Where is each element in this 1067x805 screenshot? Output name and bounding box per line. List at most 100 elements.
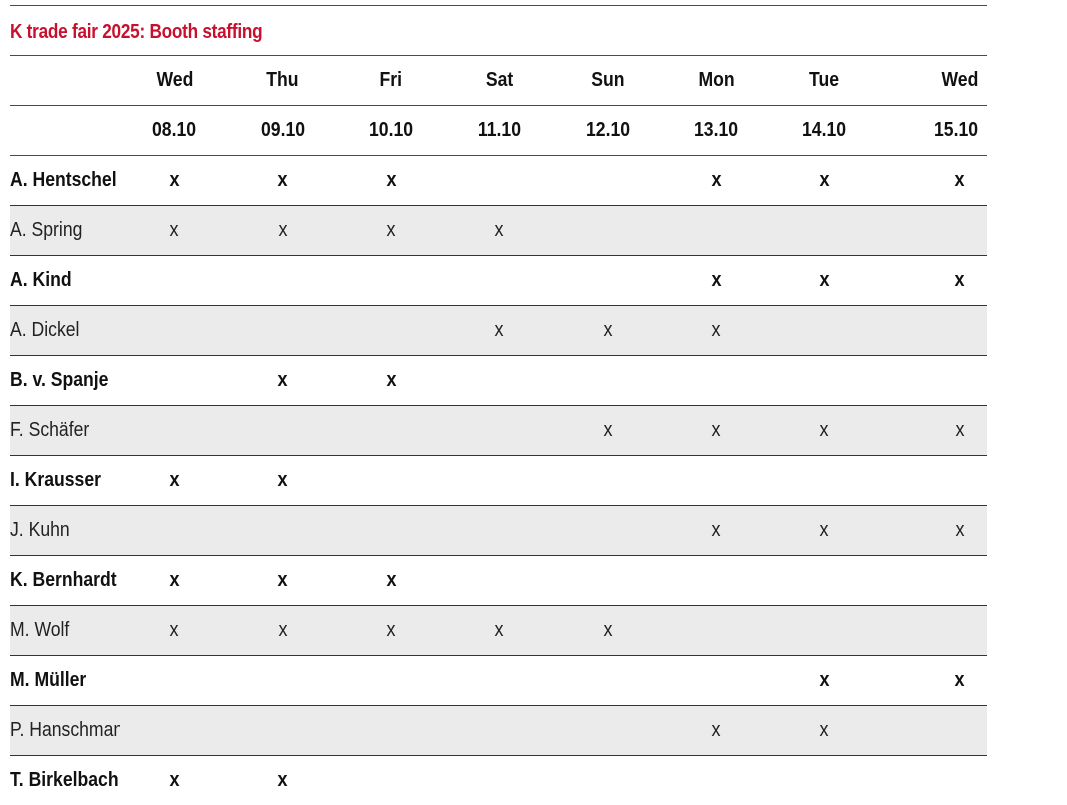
shift-cell [337,456,445,506]
staff-name: A. Kind [10,269,72,292]
shift-cell [554,256,662,306]
staff-name-cell: A. Kind [10,256,120,306]
staff-name-cell: F. Schäfer [10,406,120,456]
shift-cell [229,706,337,756]
shift-cell: x [662,256,770,306]
staff-name-cell: A. Dickel [10,306,120,356]
shift-mark: x [956,419,965,442]
shift-mark: x [387,219,396,242]
shift-cell [662,456,770,506]
shift-cell: x [554,406,662,456]
shift-mark: x [712,319,721,342]
shift-cell [662,356,770,406]
shift-cell: x [120,606,228,656]
shift-cell: x [229,156,337,206]
staff-name-cell: P. Hanschmann [10,706,120,756]
staff-name-cell: T. Birkelbach [10,756,120,805]
shift-cell: x [662,306,770,356]
shift-cell [554,656,662,706]
staff-name: F. Schäfer [10,419,89,442]
shift-mark: x [956,519,965,542]
shift-cell [879,306,987,356]
shift-mark: x [278,169,288,192]
shift-mark: x [820,719,829,742]
staff-name-cell: M. Wolf [10,606,120,656]
shift-mark: x [954,269,964,292]
shift-cell: x [120,206,228,256]
shift-cell [554,356,662,406]
shift-cell: x [770,506,878,556]
shift-mark: x [819,669,829,692]
shift-cell [554,156,662,206]
shift-cell: x [554,606,662,656]
shift-cell [120,406,228,456]
shift-cell: x [770,406,878,456]
shift-cell [662,206,770,256]
shift-cell [229,306,337,356]
staff-name-cell: A. Hentschel [10,156,120,206]
shift-mark: x [495,619,504,642]
shift-cell [120,256,228,306]
shift-cell: x [337,606,445,656]
shift-cell [337,306,445,356]
shift-cell [554,756,662,805]
shift-mark: x [954,169,964,192]
date-header: 13.10 [662,106,770,156]
shift-cell [445,506,553,556]
staffing-table: Wed Thu Fri Sat Sun Mon Tue Wed 08.10 09… [10,56,987,805]
shift-mark: x [603,419,612,442]
shift-cell [879,706,987,756]
shift-cell [554,706,662,756]
shift-mark: x [278,569,288,592]
shift-cell [337,506,445,556]
page-title: K trade fair 2025: Booth staffing [10,6,850,55]
shift-cell: x [879,656,987,706]
shift-mark: x [820,519,829,542]
table-row: P. Hanschmannxx [10,706,987,756]
shift-mark: x [819,169,829,192]
shift-cell [229,656,337,706]
shift-cell: x [120,156,228,206]
shift-cell: x [229,756,337,805]
shift-cell: x [120,456,228,506]
shift-cell [445,256,553,306]
staff-name: K. Bernhardt [10,569,117,592]
table-row: T. Birkelbach x x [10,756,987,805]
shift-mark: x [170,219,179,242]
staff-name-cell: B. v. Spanje [10,356,120,406]
shift-cell: x [229,356,337,406]
shift-cell [770,306,878,356]
table-row: A. Kind x x x [10,256,987,306]
shift-cell [445,406,553,456]
shift-mark: x [278,769,288,792]
staff-name: B. v. Spanje [10,369,108,392]
shift-cell: x [445,606,553,656]
shift-cell: x [337,156,445,206]
shift-cell: x [229,606,337,656]
shift-cell: x [879,506,987,556]
weekday-header: Wed [879,56,987,106]
shift-cell [120,306,228,356]
shift-cell [445,706,553,756]
shift-mark: x [711,269,721,292]
shift-mark: x [386,569,396,592]
shift-cell [879,206,987,256]
shift-cell: x [337,556,445,606]
shift-cell: x [554,306,662,356]
shift-cell [229,256,337,306]
shift-cell [879,356,987,406]
shift-cell [120,706,228,756]
shift-mark: x [711,169,721,192]
shift-mark: x [169,769,179,792]
shift-mark: x [495,319,504,342]
shift-mark: x [819,269,829,292]
header-corner [10,56,120,106]
shift-cell [337,706,445,756]
staff-name-cell: A. Spring [10,206,120,256]
weekday-header: Thu [229,56,337,106]
shift-cell [337,756,445,805]
shift-cell [445,156,553,206]
